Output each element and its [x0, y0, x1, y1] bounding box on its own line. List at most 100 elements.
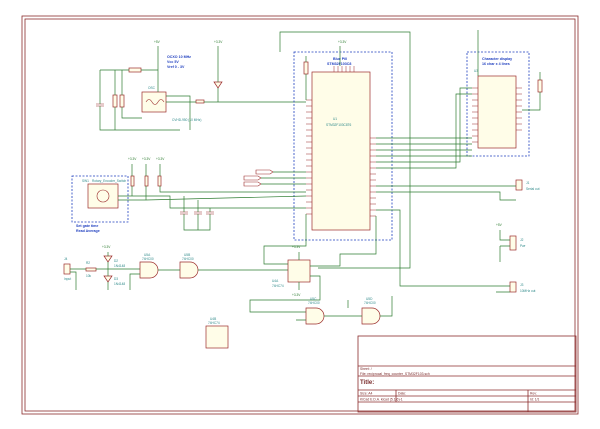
title-block-kicad: KiCad E.D.A. kicad (5.1.6)-1 [360, 398, 403, 402]
resistor-r6[interactable] [303, 61, 309, 75]
display-note-line1: Character display [482, 57, 512, 61]
u4a-value: 74HC74 [272, 284, 284, 288]
connector-input[interactable] [63, 263, 71, 275]
ocxo-section: OCXO 10 MHz Vcc 5V Vref 0 - 3V OSC CVHD-… [96, 40, 300, 131]
title-block: Sheet: / File: reciprocal_freq_counter_S… [357, 335, 577, 413]
display-wires [477, 30, 541, 111]
u5a-ref: U5A [144, 253, 151, 257]
resistor-r7[interactable] [537, 79, 543, 93]
display-note-line2: 16 char x 4 lines [482, 62, 510, 66]
ref-connector-value: 10MHz out [520, 289, 536, 293]
connector-serial-out[interactable] [515, 179, 523, 191]
capacitor-wires [183, 196, 211, 231]
d2-value: 1N4148 [114, 264, 125, 268]
title-block-id: Id: 1/1 [530, 398, 540, 402]
pullup-power-label-2: +3.3V [142, 157, 151, 161]
input-connector-value: Input [64, 277, 71, 281]
title-block-date: Date: [398, 392, 406, 396]
encoder-note-line1: Set gate time [76, 224, 98, 228]
serial-wires [376, 185, 516, 201]
encoder-section: SW1 Rotary_Encoder_Switch Set gate time … [71, 157, 307, 233]
u5a-value: 74HC00 [142, 257, 154, 261]
ref-connector-ref: J3 [520, 283, 524, 287]
bluepill-outline [293, 51, 393, 241]
encoder-outline [71, 175, 129, 223]
flipflop-wires [249, 214, 377, 313]
mcu-power-label: +3.3V [338, 40, 347, 44]
title-block-rev: Rev: [530, 392, 537, 396]
diode-d2[interactable] [103, 255, 113, 263]
bluepill-note-line2: STM32F103C8 [327, 62, 351, 66]
encoder-ref: SW1 [82, 179, 89, 183]
d3-value: 1N4148 [114, 282, 125, 286]
debounce-capacitors [180, 211, 214, 215]
title-block-sheet: Sheet: / [360, 367, 372, 371]
flipflop-u4b[interactable] [205, 325, 229, 349]
mcu-pins-right [370, 137, 376, 217]
title-block-title-label: Title: [360, 380, 374, 386]
diode-d3[interactable] [103, 275, 113, 283]
u5b-value: 74HC00 [182, 257, 194, 261]
u4a-ref: U4A [272, 279, 279, 283]
mcu-power-wires [305, 46, 341, 100]
power-connector-ref: J2 [520, 238, 524, 242]
d2-ref: D2 [114, 259, 118, 263]
resistor-r2[interactable] [85, 267, 97, 272]
r2-value: 10k [86, 274, 92, 278]
ocxo-note-line1: OCXO 10 MHz [167, 55, 191, 59]
u4a-power-label-bottom: +3.3V [292, 293, 301, 297]
ocxo-oscillator[interactable] [141, 91, 167, 113]
rotary-encoder[interactable] [87, 183, 119, 209]
led-d1[interactable] [213, 81, 223, 89]
character-display[interactable] [477, 75, 517, 149]
r2-ref: R2 [86, 261, 90, 265]
u5d-ref: U5D [366, 297, 373, 301]
power-wires [499, 230, 510, 262]
output-gate-wires [296, 296, 393, 321]
title-block-file: File: reciprocal_freq_counter_STM32F103.… [360, 372, 430, 376]
resistor-r4[interactable] [112, 94, 118, 108]
display-section: Character display 16 char x 4 lines U3 [466, 30, 543, 157]
u5c-value: 74HC00 [308, 301, 320, 305]
sheet-inner-border [24, 18, 576, 412]
pullup-power-label-1: +3.3V [128, 157, 137, 161]
nand-gate-u5c[interactable] [305, 307, 325, 325]
encoder-knob-symbol [96, 189, 110, 203]
mcu-stm32[interactable] [311, 71, 371, 231]
display-ref: U3 [474, 69, 478, 73]
nand-gate-u5d[interactable] [361, 307, 381, 325]
resistor-r5[interactable] [195, 99, 205, 104]
nand-gate-u5a[interactable] [139, 261, 159, 279]
flipflop-u4a[interactable] [287, 259, 311, 283]
ocxo-ref: OSC [148, 86, 156, 90]
encoder-wires [118, 164, 307, 209]
ocxo-power-label: +5V [154, 40, 161, 44]
mcu-pins-top [333, 66, 355, 72]
u5b-ref: U5B [184, 253, 190, 257]
ocxo-value: CVHD-950 (10 MHz) [172, 118, 201, 122]
nand-gate-u5b[interactable] [179, 261, 199, 279]
title-block-size: Size: A4 [360, 392, 373, 396]
encoder-note-line2: Read Average [76, 229, 100, 233]
display-pins [472, 87, 522, 143]
connector-power[interactable] [509, 235, 517, 251]
ref-out-wires [376, 209, 510, 293]
connectors-section: J1 Serial out J2 Pwr +5V J3 10MHz out [376, 179, 540, 293]
display-bus-wires [376, 87, 472, 169]
resistor-r1[interactable] [128, 67, 142, 73]
power-connector-value: Pwr [520, 244, 526, 248]
resistor-r3[interactable] [119, 94, 125, 108]
display-outline [466, 51, 530, 157]
ocxo-wires [99, 46, 300, 131]
encoder-value: Rotary_Encoder_Switch [92, 179, 126, 183]
clamp-power-label: +3.3V [102, 245, 111, 249]
bluepill-section: Blue Pill STM32F103C8 U1 STM32F103C8T6 +… [293, 40, 393, 241]
ocxo-wave-symbol [145, 99, 165, 105]
pullup-resistors [130, 175, 162, 187]
mcu-ref: U1 [333, 117, 337, 121]
ocxo-note-line3: Vref 0 - 3V [167, 65, 185, 69]
led-power-label: +3.3V [214, 40, 223, 44]
serial-connector-value: Serial out [526, 187, 540, 191]
connector-10mhz-out[interactable] [509, 281, 517, 293]
